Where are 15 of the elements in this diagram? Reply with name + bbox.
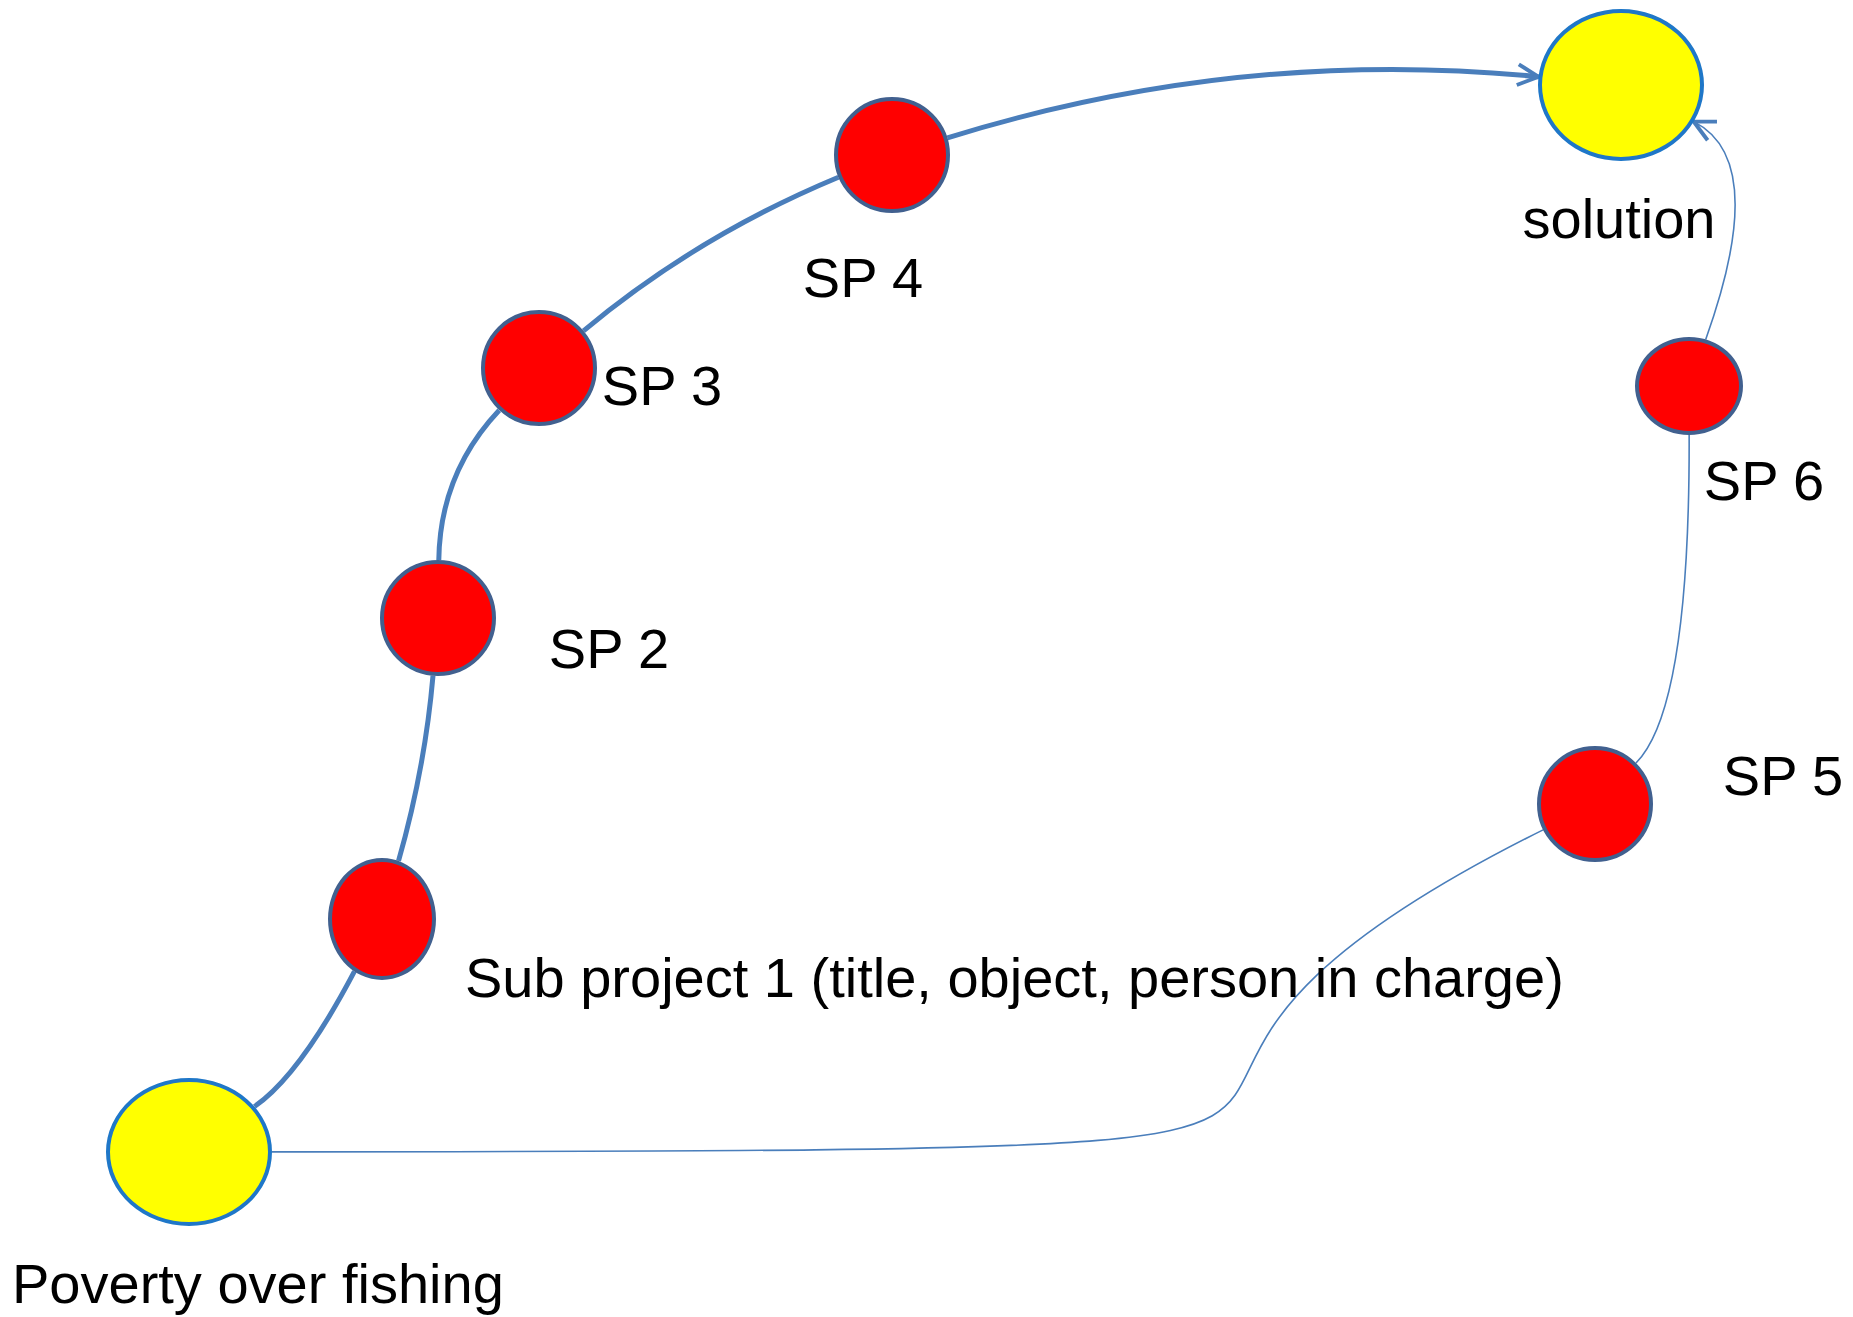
- node-label: Poverty over fishing: [12, 1251, 504, 1317]
- node-label: SP 6: [1703, 448, 1825, 514]
- node-label: solution: [1522, 186, 1716, 252]
- node-label: SP 3: [601, 353, 723, 419]
- connector-line: [253, 970, 357, 1109]
- connector-line: [396, 675, 436, 862]
- connector-line: [271, 829, 1544, 1153]
- connector-line: [436, 408, 502, 561]
- node-label: SP 5: [1722, 743, 1844, 809]
- node-label: SP 4: [802, 245, 924, 311]
- node-label: Sub project 1 (title, object, person in charge): [465, 945, 1564, 1011]
- connector-line: [581, 174, 840, 333]
- arrow: [1691, 119, 1736, 341]
- node-label: SP 2: [548, 616, 670, 682]
- connector-line: [1635, 434, 1690, 764]
